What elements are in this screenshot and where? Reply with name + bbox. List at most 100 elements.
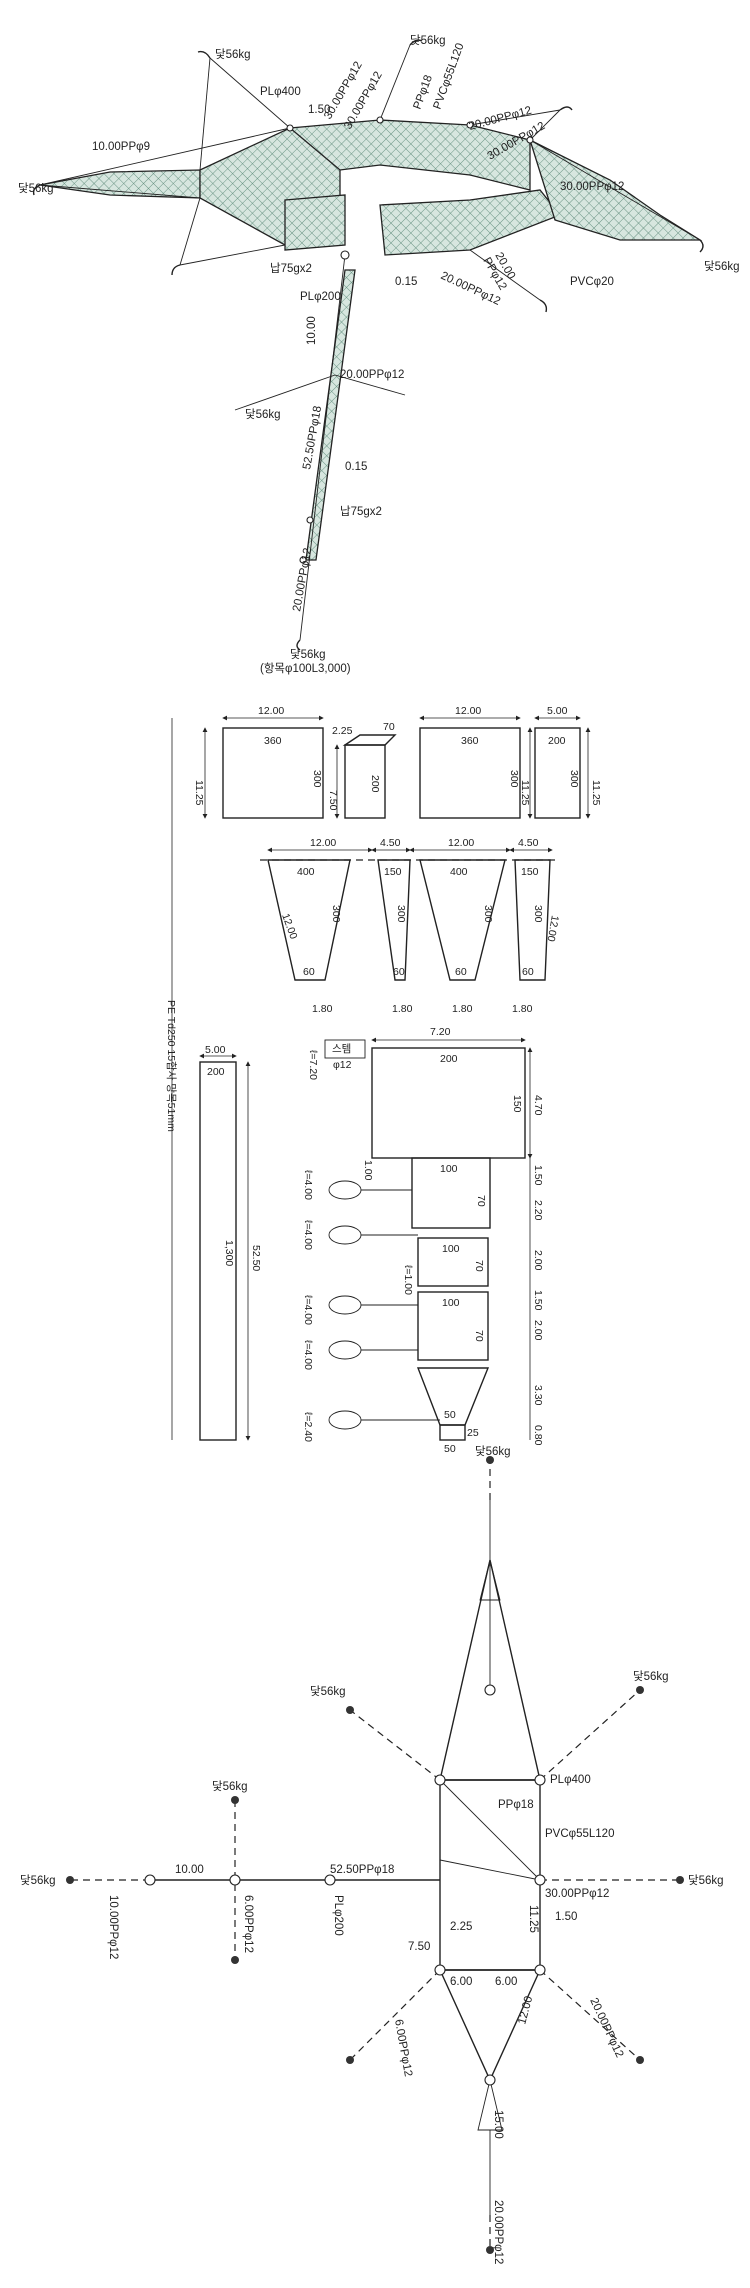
pvc-label: PVCφ55L120 [545,1828,614,1840]
layout-plan: 닻56kg 닻56kg 닻56kg 닻56kg 닻56kg 닻56kg PLφ4… [20,1444,724,2264]
left-dim: ℓ=4.00 [302,1220,314,1250]
leader-dim: 200 [207,1066,225,1078]
rope-label: 30.00PPφ12 [560,181,624,193]
rope-label: 6.00PPφ12 [242,1895,254,1953]
rope-label: 10.00PPφ9 [92,141,150,153]
wing-label: 150 [384,866,402,878]
top-view: 닻56kg 닻56kg 닻56kg 닻56kg 닻56kg 닻56kg (항목φ… [18,33,740,675]
left-dim: ℓ=4.00 [302,1170,314,1200]
side-dim: 0.80 [532,1425,544,1446]
anchor-label: 닻56kg [290,647,326,661]
wing-label: 60 [393,966,405,978]
wing-label: 60 [455,966,467,978]
pl400-label: PLφ400 [550,1774,591,1786]
stem-label: 스템 [332,1043,351,1055]
cod-label: 70 [475,1195,487,1207]
dim: 10.00 [175,1864,204,1876]
wing-label: 400 [450,866,468,878]
dim: 7.50 [327,790,339,811]
net-plan: 12.00 2.25 70 12.00 5.00 11.25 7.50 11.2… [165,705,602,1455]
wing-label: 400 [297,866,315,878]
rope-label: 10.00PPφ12 [107,1895,119,1959]
wing-dim: 4.50 [380,837,401,849]
dim: 70 [383,721,395,733]
anchor-label: 닻56kg [688,1873,724,1887]
anchor-label: 닻56kg [475,1444,511,1458]
side-dim: 2.00 [532,1250,544,1271]
wing-side: 12.00 [544,914,560,942]
pvc20-label: PVCφ20 [570,276,614,288]
wing-label: 300 [395,905,407,923]
side-dim: 3.30 [532,1385,544,1406]
left-dim: ℓ=4.00 [302,1295,314,1325]
lead-label: 납75gx2 [340,505,382,518]
rope-label: 20.00PPφ12 [468,105,533,133]
cod-label: 70 [473,1330,485,1342]
anchor-label: 닻56kg [410,33,446,47]
pl400-label: PLφ400 [260,86,301,98]
leader-dim: 5.00 [205,1044,226,1056]
gap-label: 0.15 [395,276,417,288]
pl200-label: PLφ200 [332,1895,344,1936]
cod-label: 50 [444,1409,456,1421]
bag-dim: 7.20 [430,1026,451,1038]
leader-label: 52.50PPφ18 [330,1864,394,1876]
pvc-label: PVCφ55L120 [432,42,467,111]
panel-label: 300 [568,770,580,788]
dim: 11.25 [193,780,205,806]
cod-label: 50 [444,1443,456,1455]
panel-label: 300 [508,770,520,788]
dim: 12.00 [516,1995,535,2026]
wing-dim: 12.00 [310,837,336,849]
anchor-label: 닻56kg [212,1779,248,1793]
wing-label: 300 [532,905,544,923]
side-dim: 2.00 [532,1320,544,1341]
pp18-label: PPφ18 [498,1799,534,1811]
side-dim: 2.20 [532,1200,544,1221]
rope-label: 20.00PPφ12 [587,1996,625,2059]
bag-label: 150 [511,1095,523,1113]
dim: 2.25 [450,1921,472,1933]
left-dim: ℓ=1.00 [402,1265,414,1295]
dim-label: 10.00 [306,316,318,345]
lead-label: 납75gx2 [270,262,312,275]
rope-label: 20.00PPφ12 [492,2200,504,2264]
wing-label: 60 [303,966,315,978]
dim: 11.25 [590,780,602,806]
material-note: PE Td250 15합사 망목51mm [165,1000,177,1132]
leader-dim: 1,300 [223,1240,235,1266]
panel-label: 300 [311,770,323,788]
wing-dim: 12.00 [448,837,474,849]
rope-label: 30.00PPφ12 [545,1888,609,1900]
dim-label: 1.50 [308,104,330,116]
dim: 7.50 [408,1941,430,1953]
rope-label: 20.00PPφ12 [340,369,404,381]
anchor-label: 닻56kg [633,1669,669,1683]
left-dim: 1.00 [362,1160,374,1181]
anchor-label: 닻56kg [704,259,740,273]
anchor-label: 닻56kg [18,181,54,195]
left-dim: ℓ=2.40 [302,1412,314,1442]
anchor-label: 닻56kg [310,1684,346,1698]
cod-label: 100 [442,1297,460,1309]
pl200-label: PLφ200 [300,291,341,303]
dim: 11.25 [527,1905,539,1933]
dim: 15.00 [492,2110,504,2139]
cod-label: 25 [467,1427,479,1439]
wing-bottom: 1.80 [512,1003,533,1015]
dim: 1.50 [555,1911,577,1923]
wing-label: 150 [521,866,539,878]
bag-dim: 4.70 [532,1095,544,1116]
dim: 6.00 [495,1976,517,1988]
note: (항목φ100L3,000) [260,662,351,675]
left-dim: ℓ=4.00 [302,1340,314,1370]
wing-bottom: 1.80 [392,1003,413,1015]
side-dim: 1.50 [532,1165,544,1186]
side-dim: 1.50 [532,1290,544,1311]
wing-bottom: 1.80 [452,1003,473,1015]
wing-label: 60 [522,966,534,978]
dim: 6.00 [450,1976,472,1988]
wing-label: 300 [330,905,342,923]
panel-label: 360 [264,735,282,747]
